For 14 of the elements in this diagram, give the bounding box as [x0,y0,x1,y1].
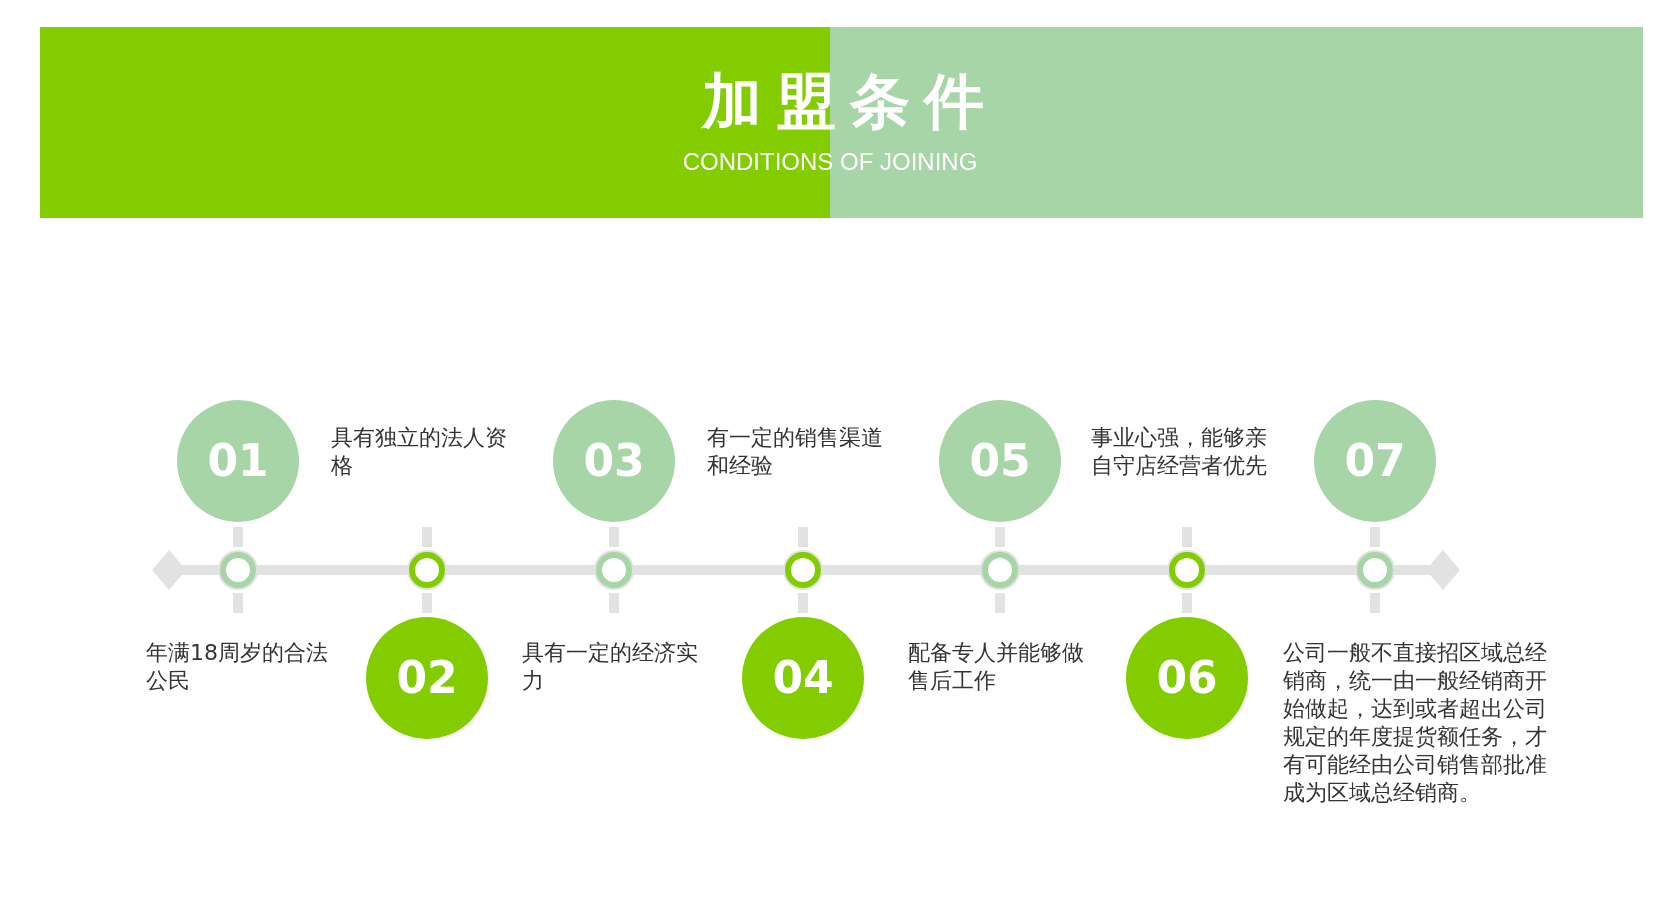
step-number: 03 [583,439,645,483]
step-description: 事业心强，能够亲自守店经营者优先 [1091,424,1268,480]
step-number: 07 [1344,439,1406,483]
step-description: 具有一定的经济实力 [522,639,699,695]
step-description: 有一定的销售渠道和经验 [707,424,884,480]
step-description: 年满18周岁的合法公民 [146,639,329,695]
step-number: 01 [207,439,269,483]
step-number: 05 [969,439,1031,483]
step-description: 配备专人并能够做售后工作 [908,639,1085,695]
step-number: 02 [396,656,458,700]
step-description: 公司一般不直接招区域总经销商，统一由一般经销商开始做起，达到或者超出公司规定的年度提货额任务，才有可能经由公司销售部批准成为区域总经销商。 [1283,639,1548,807]
step-description: 具有独立的法人资格 [331,424,508,480]
step-number: 06 [1156,656,1218,700]
step-number: 04 [772,656,834,700]
